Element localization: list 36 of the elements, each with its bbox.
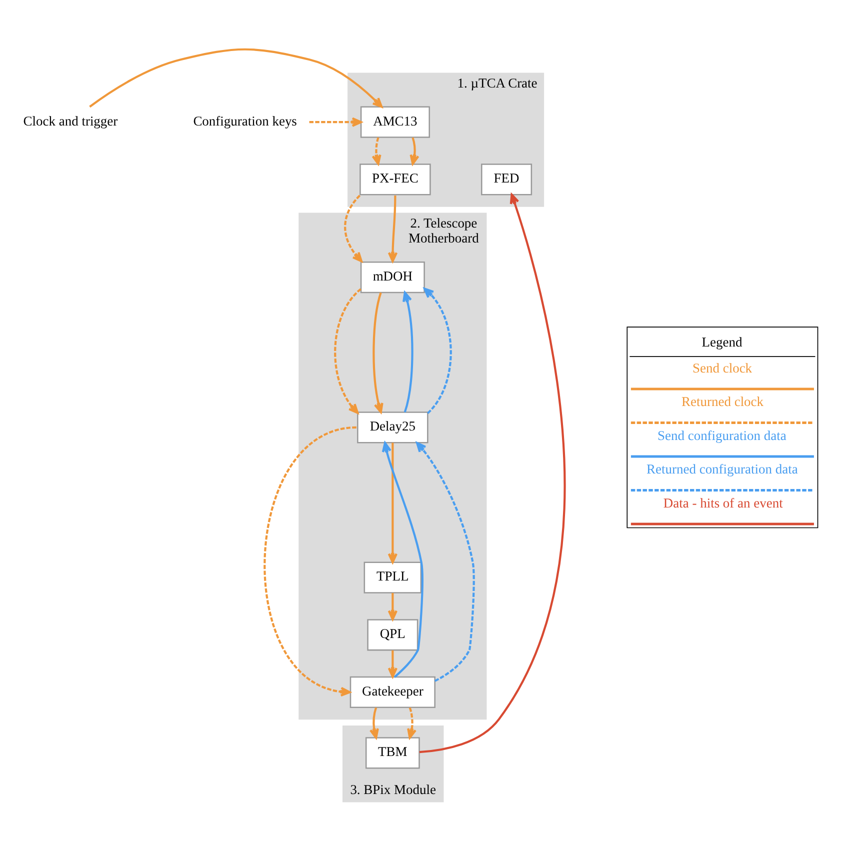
node-box: QPL	[367, 618, 418, 650]
arrow	[334, 288, 362, 414]
node-text: Configuration keys	[193, 112, 297, 128]
arrow	[264, 426, 357, 696]
arrow	[369, 706, 379, 738]
arrow	[388, 592, 398, 620]
arrow	[416, 441, 475, 682]
legend-label: Send configuration data	[658, 427, 786, 442]
arrow	[424, 287, 452, 414]
legend-label: Returned clock	[682, 394, 764, 409]
arrow	[372, 292, 384, 413]
arrow	[372, 136, 382, 164]
node-box: PX-FEC	[360, 163, 431, 195]
legend-label: Returned configuration data	[646, 461, 798, 476]
arrow	[407, 706, 417, 738]
arrow	[382, 441, 424, 678]
node-box: TBM	[365, 736, 420, 768]
arrow	[388, 194, 398, 262]
arrow	[89, 48, 383, 108]
node-box: TPLL	[364, 561, 422, 593]
node-box: mDOH	[360, 260, 425, 293]
node-box: Gatekeeper	[350, 676, 436, 708]
arrow	[419, 193, 566, 753]
node-box: Delay25	[357, 411, 428, 443]
arrow	[344, 194, 363, 262]
arrow	[309, 116, 362, 126]
node-box: FED	[481, 163, 532, 195]
node-box: AMC13	[360, 106, 430, 138]
node-text: Clock and trigger	[23, 112, 118, 128]
legend-label: Data - hits of an event	[663, 494, 783, 510]
arrow	[388, 650, 398, 678]
label: Legend	[702, 334, 742, 349]
arrow	[402, 291, 414, 412]
legend-label: Send clock	[692, 360, 752, 375]
arrow	[388, 442, 398, 563]
arrow	[410, 136, 420, 164]
